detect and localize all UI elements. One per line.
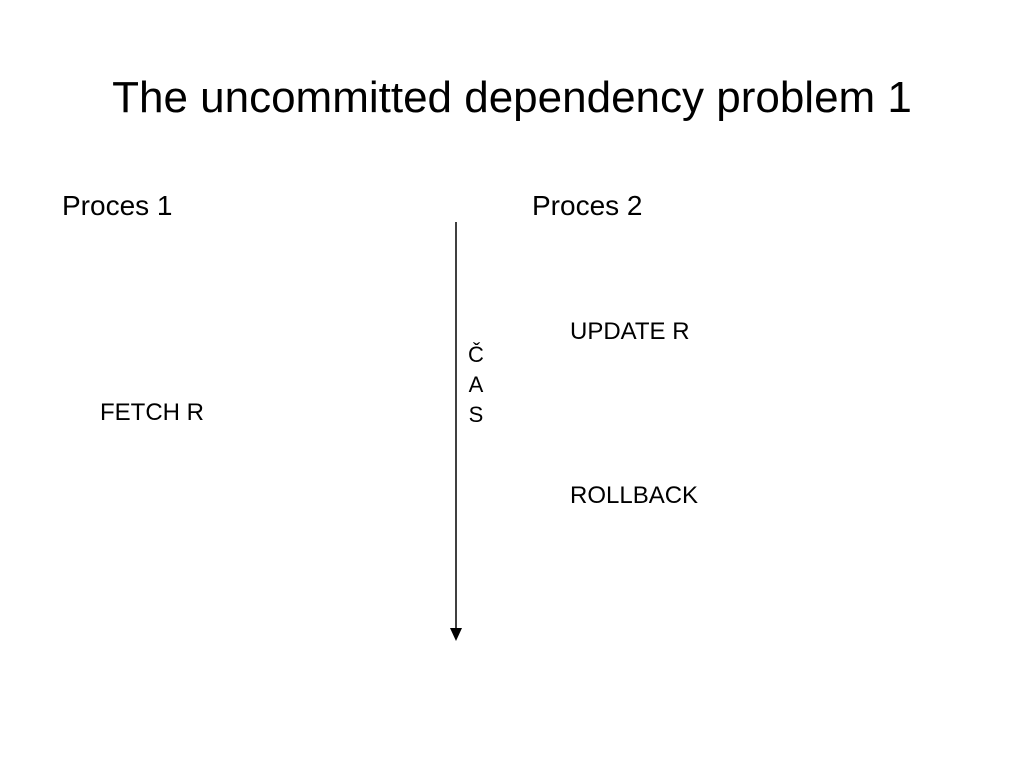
process-2-label: Proces 2 (532, 190, 643, 221)
time-axis-label: Č A S (462, 340, 490, 430)
process-2-step-rollback: ROLLBACK (570, 482, 699, 509)
slide-title: The uncommitted dependency problem 1 (112, 73, 912, 122)
time-axis-letter: A (468, 372, 484, 397)
time-axis-letter: Č (468, 342, 484, 367)
process-1-label: Proces 1 (62, 190, 173, 221)
process-1-step-fetch: FETCH R (100, 399, 204, 426)
time-axis-arrow (450, 222, 462, 641)
time-axis-arrowhead (450, 628, 462, 641)
process-2-step-update: UPDATE R (570, 318, 690, 345)
time-axis-letter: S (468, 402, 484, 427)
